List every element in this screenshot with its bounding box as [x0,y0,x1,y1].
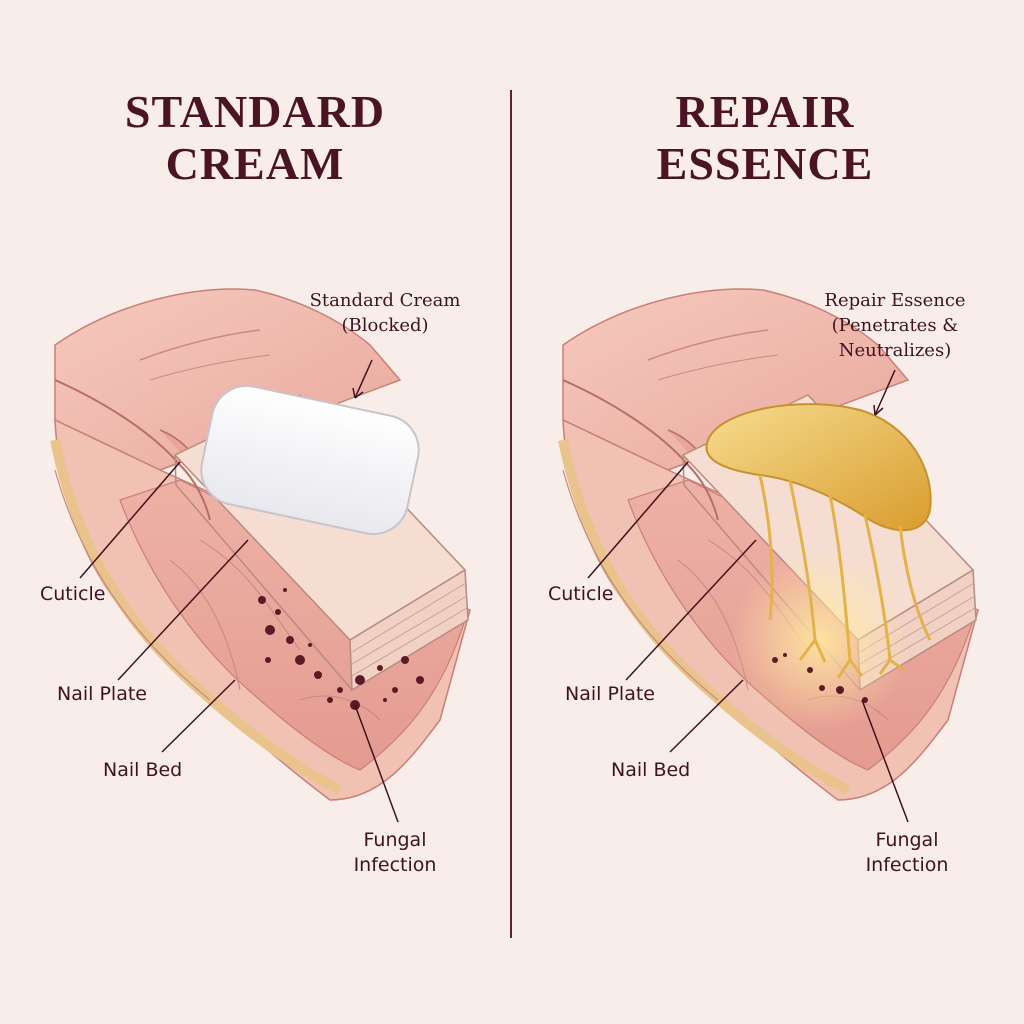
cuticle-label: Cuticle [40,583,105,605]
callout-line-2: (Penetrates & [810,313,980,338]
fungal-infection-label: Fungal Infection [852,828,962,878]
nail-plate-label: Nail Plate [565,683,655,705]
callout-line-2: (Blocked) [300,313,470,338]
nail-bed-label: Nail Bed [103,759,182,781]
standard-cream-callout: Standard Cream (Blocked) [300,288,470,338]
fungal-line-2: Infection [852,853,962,878]
cuticle-label: Cuticle [548,583,613,605]
nail-bed-label: Nail Bed [611,759,690,781]
callout-line-1: Repair Essence [810,288,980,313]
repair-essence-callout: Repair Essence (Penetrates & Neutralizes… [810,288,980,363]
left-finger-diagram [55,289,470,822]
fungal-line-2: Infection [340,853,450,878]
fungal-line-1: Fungal [852,828,962,853]
fungal-infection-label: Fungal Infection [340,828,450,878]
nail-plate-label: Nail Plate [57,683,147,705]
callout-line-3: Neutralizes) [810,338,980,363]
right-finger-diagram [563,289,978,822]
fungal-line-1: Fungal [340,828,450,853]
callout-line-1: Standard Cream [300,288,470,313]
